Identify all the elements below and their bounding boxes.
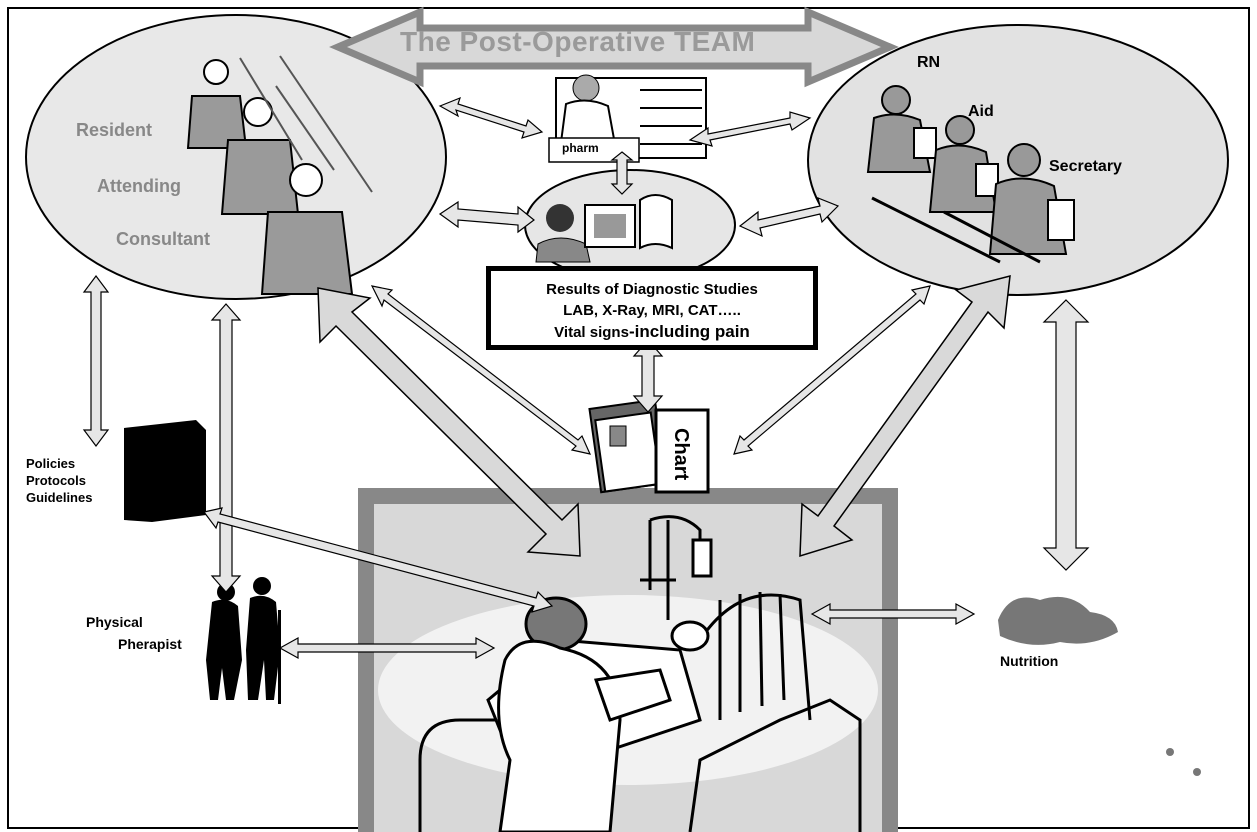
pharm-label: pharm: [562, 141, 599, 155]
pherapist-label: Pherapist: [118, 636, 182, 652]
physical-label: Physical: [86, 614, 143, 630]
nutrition-label: Nutrition: [1000, 653, 1058, 669]
consultant-label: Consultant: [116, 229, 210, 250]
chart-label: Chart: [669, 428, 692, 480]
protocols-text: Protocols: [26, 472, 92, 489]
resident-label: Resident: [76, 120, 152, 141]
results-line-1: Results of Diagnostic Studies: [491, 279, 813, 300]
results-line-3: Vital signs-including pain: [491, 321, 813, 343]
attending-label: Attending: [97, 176, 181, 197]
including-pain-text: -including pain: [629, 322, 750, 341]
guidelines-text: Guidelines: [26, 489, 92, 506]
aid-label: Aid: [968, 103, 994, 121]
rn-label: RN: [917, 54, 940, 72]
vital-signs-text: Vital signs: [554, 324, 629, 341]
secretary-label: Secretary: [1049, 158, 1122, 176]
results-line-2: LAB, X-Ray, MRI, CAT…..: [491, 300, 813, 321]
policies-label: Policies Protocols Guidelines: [26, 455, 92, 506]
policies-book-icon: [124, 420, 206, 522]
diagnostic-results-box: Results of Diagnostic Studies LAB, X-Ray…: [486, 266, 818, 350]
diagram-title: The Post-Operative TEAM: [400, 26, 755, 58]
policies-text: Policies: [26, 455, 92, 472]
